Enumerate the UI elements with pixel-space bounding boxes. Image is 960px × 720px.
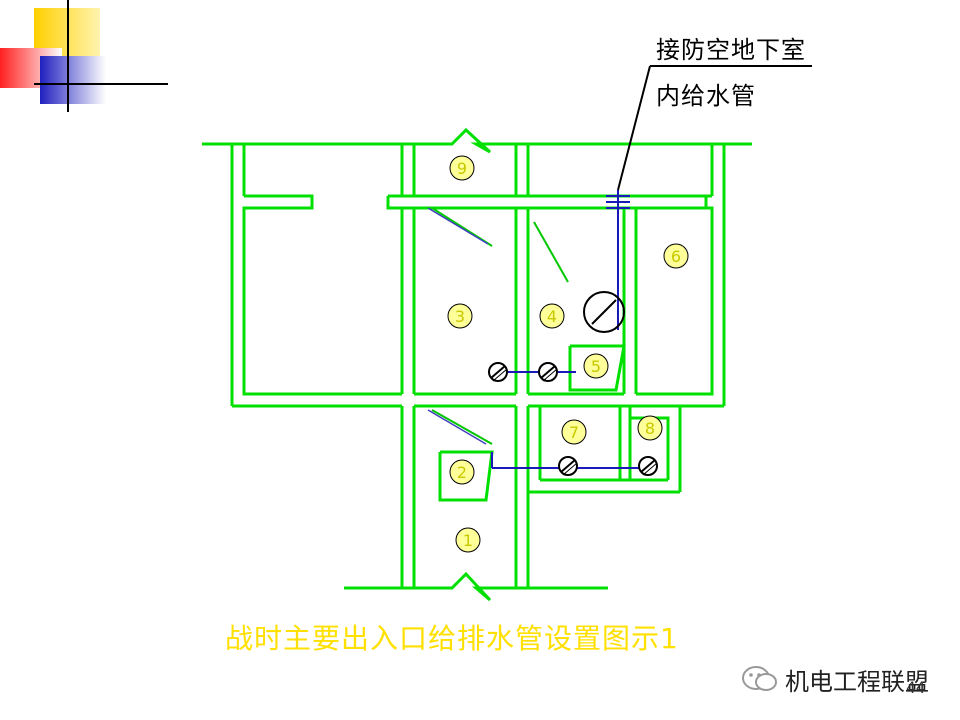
floor-drain-icon <box>638 456 658 476</box>
svg-text:1: 1 <box>463 531 473 550</box>
svg-text:3: 3 <box>455 307 465 326</box>
room-marker-3: 3 <box>447 303 473 329</box>
svg-text:6: 6 <box>671 247 681 266</box>
svg-text:4: 4 <box>547 307 557 326</box>
room-marker-9: 9 <box>449 155 475 181</box>
svg-text:8: 8 <box>645 419 655 438</box>
watermark-text: 机电工程联盟 <box>785 668 929 696</box>
doors <box>427 207 569 445</box>
room-markers: 9 6 3 4 5 7 8 2 <box>447 155 689 553</box>
floor-drain-icon <box>538 362 558 382</box>
water-pipes <box>488 190 658 476</box>
wechat-logo-icon <box>742 666 777 691</box>
svg-text:7: 7 <box>569 423 579 442</box>
room-marker-1: 1 <box>455 527 481 553</box>
slide-corner-decoration <box>0 0 168 112</box>
page-number: 44 <box>906 678 926 697</box>
room-marker-6: 6 <box>663 243 689 269</box>
svg-text:5: 5 <box>591 357 601 376</box>
room-marker-8: 8 <box>637 415 663 441</box>
room-marker-7: 7 <box>561 419 587 445</box>
annotation-line2: 内给水管 <box>656 82 756 110</box>
walls <box>202 127 752 602</box>
annotation-leader <box>617 65 812 191</box>
svg-text:9: 9 <box>457 159 467 178</box>
diagram-title: 战时主要出入口给排水管设置图示1 <box>225 622 679 655</box>
floor-drain-icon <box>488 362 508 382</box>
room-marker-5: 5 <box>583 353 609 379</box>
svg-text:2: 2 <box>457 463 467 482</box>
floor-drain-icon <box>558 456 578 476</box>
annotation-line1: 接防空地下室 <box>656 36 806 64</box>
room-marker-2: 2 <box>449 459 475 485</box>
room-marker-4: 4 <box>539 303 565 329</box>
